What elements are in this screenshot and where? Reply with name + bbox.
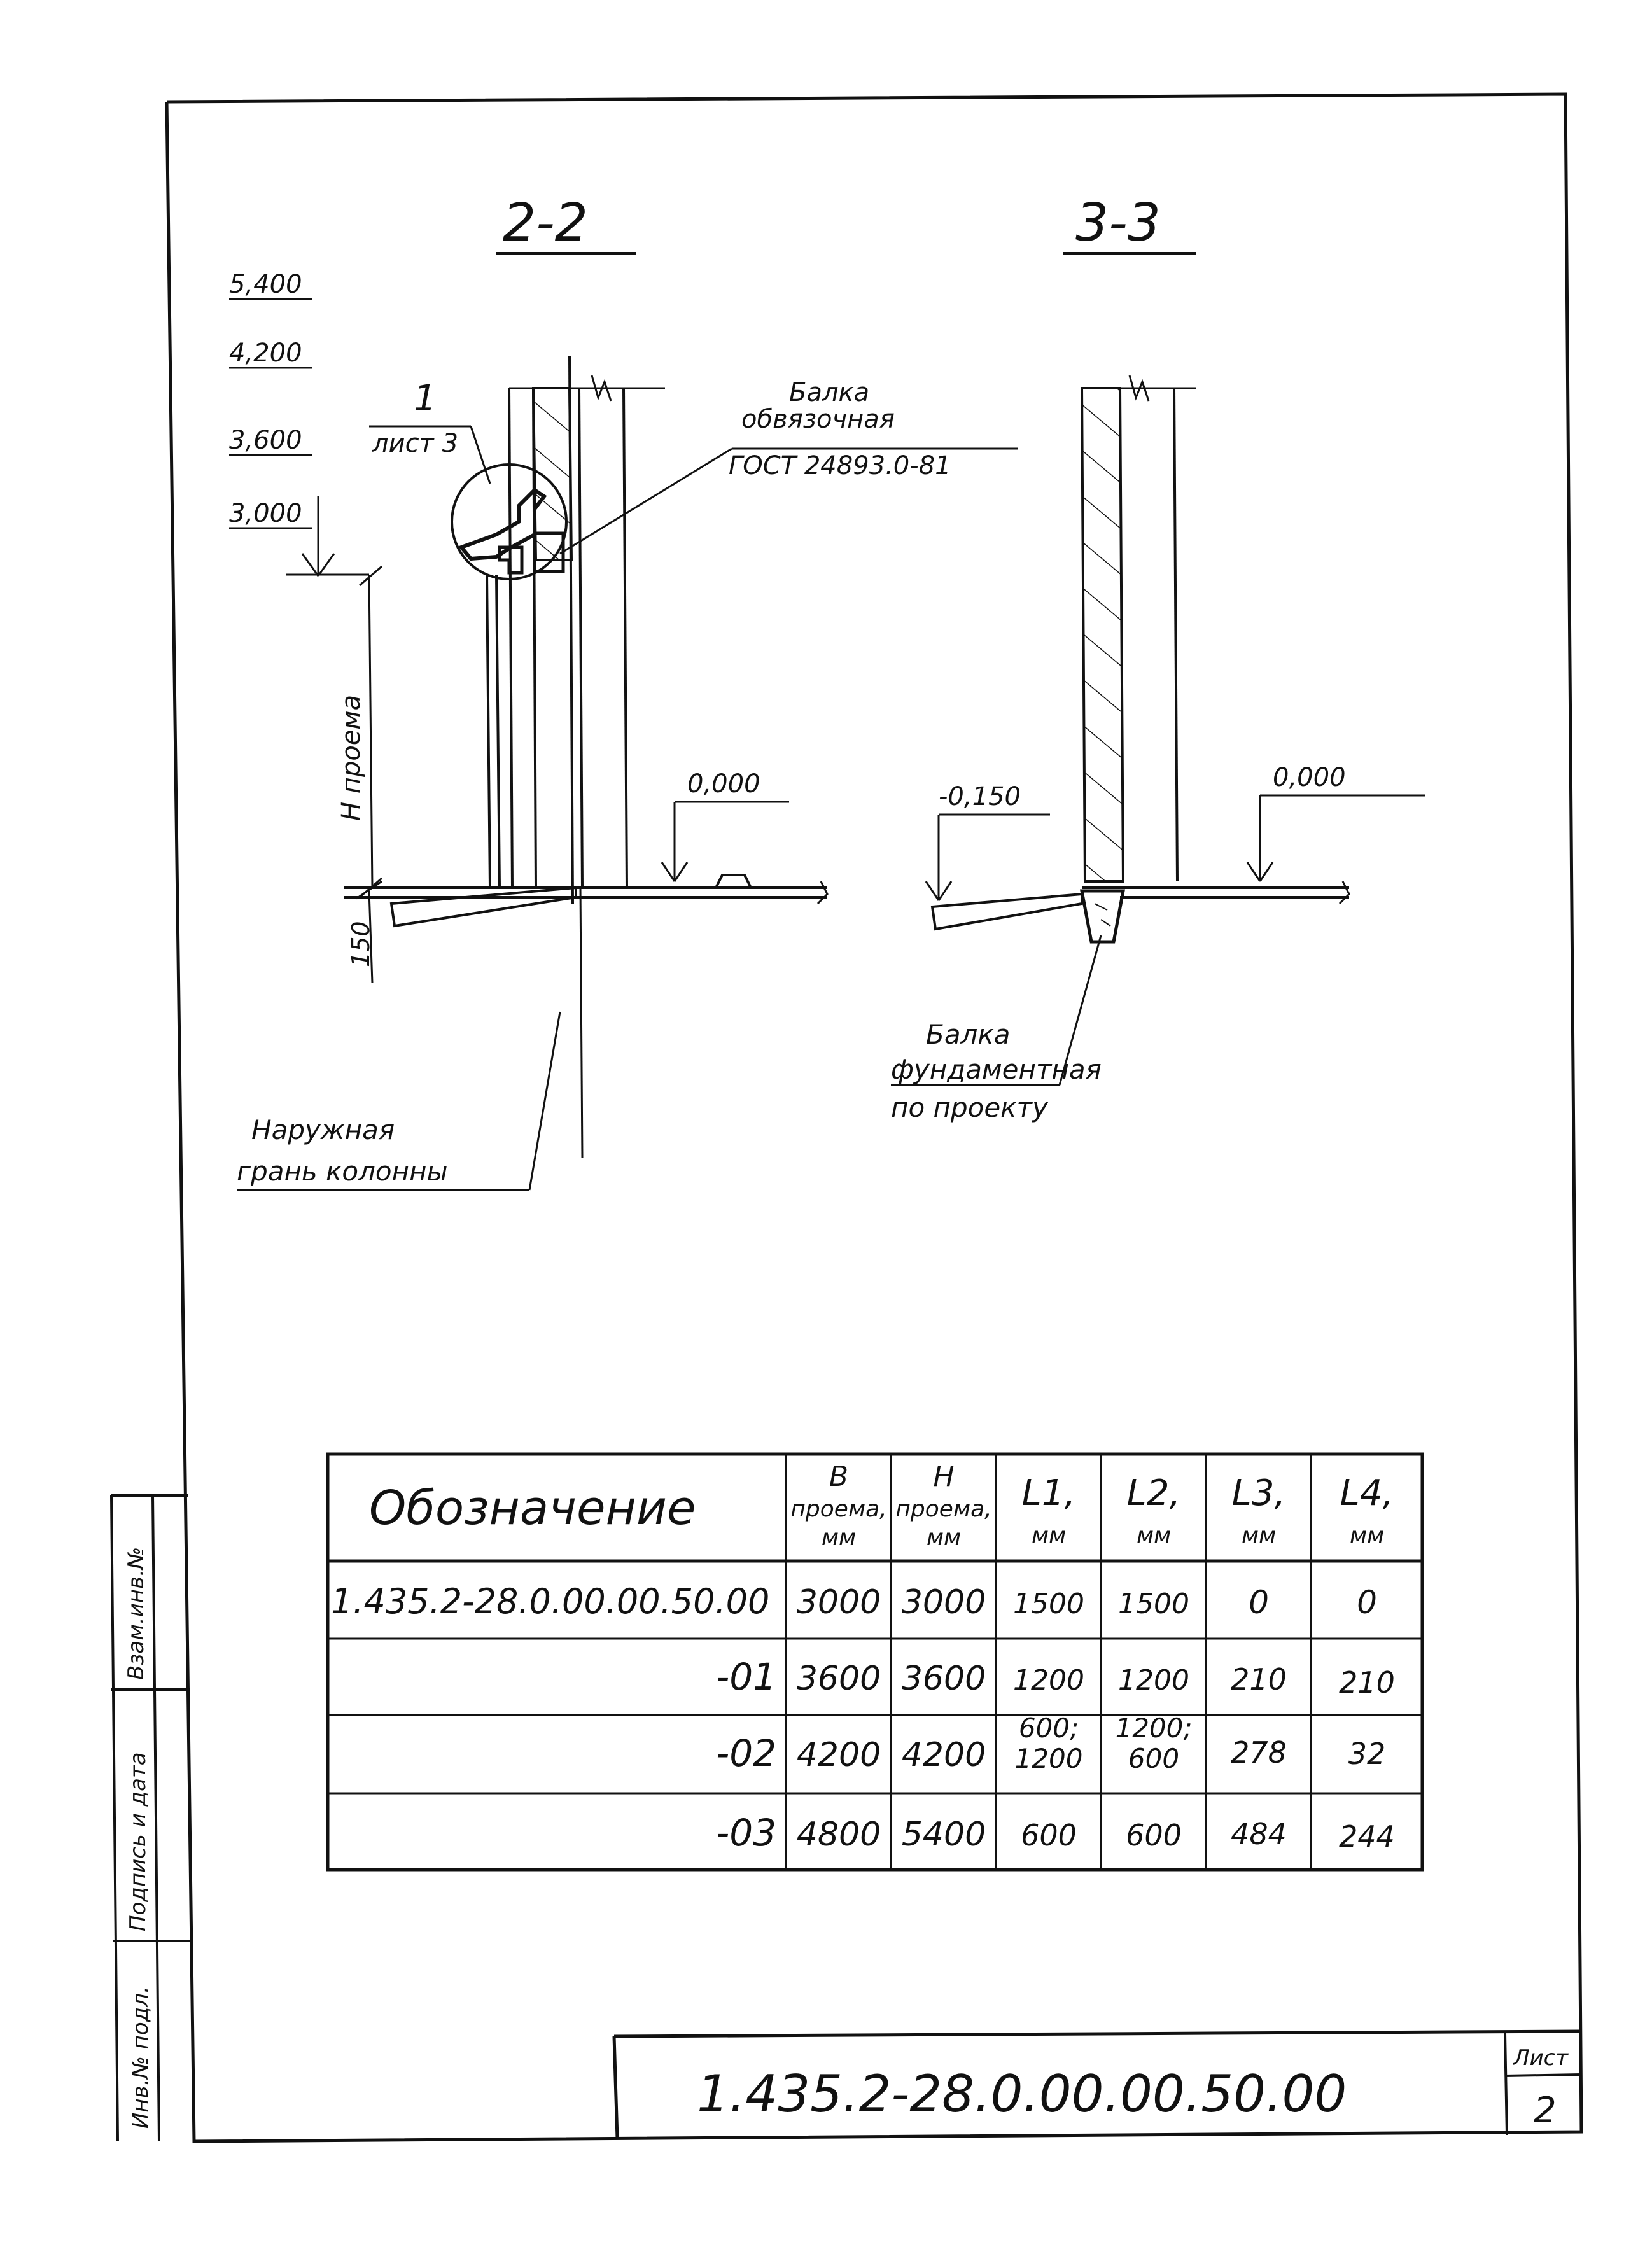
table-row: 1.435.2-28.0.00.00.50.00 3000 3000 1500 …	[331, 1581, 1377, 1621]
table-header-l2: L2,	[1127, 1473, 1181, 1514]
sheet-ref-word: лист 3	[372, 429, 458, 458]
table-header-l4: L4,	[1340, 1473, 1394, 1514]
row-l1: 1200	[1013, 1664, 1084, 1697]
row-l3: 0	[1249, 1584, 1269, 1621]
side-stamp: Взам.инв.№ Подпись и дата Инв.№ подл.	[110, 1494, 192, 2142]
elevation-mark: 5,400	[229, 270, 302, 299]
row-l2: 600	[1126, 1818, 1182, 1852]
title-block-sheet-number: 2	[1534, 2090, 1557, 2131]
section-2-2-title: 2-2	[503, 193, 588, 253]
h-opening-dimension: H проема	[337, 695, 366, 821]
dim-150: 150	[347, 921, 375, 967]
tie-beam-label-3: ГОСТ 24893.0-81	[729, 451, 951, 480]
row-l1: 1500	[1013, 1588, 1084, 1620]
table-header-l2: мм	[1137, 1523, 1171, 1549]
tie-beam-label-1: Балка	[789, 378, 869, 407]
sheet-frame	[165, 92, 1583, 2143]
row-l4: 244	[1339, 1819, 1395, 1854]
foundation-beam-label-3: по проекту	[891, 1092, 1049, 1123]
side-stamp-inv-podl: Инв.№ подл.	[128, 1986, 153, 2129]
table-header-l3: мм	[1242, 1523, 1276, 1549]
elevation-mark: 3,000	[229, 499, 302, 528]
row-l3: 210	[1231, 1662, 1287, 1697]
table-header-b: B	[829, 1460, 848, 1493]
title-block-sheet-label: Лист	[1512, 2045, 1569, 2071]
designation-table: Обозначение B проема, мм H проема, мм L1…	[326, 1452, 1424, 1872]
row-b: 3600	[797, 1660, 881, 1698]
row-l1: 600;	[1019, 1712, 1079, 1744]
table-header-h: мм	[927, 1525, 961, 1551]
row-l2: 1200	[1118, 1664, 1189, 1697]
title-block: 1.435.2-28.0.00.00.50.00 Лист 2	[612, 2029, 1582, 2139]
floor-elevation-left: 0,000	[687, 769, 760, 799]
table-header-h: проема,	[895, 1496, 991, 1522]
table-header-l4: мм	[1350, 1523, 1384, 1549]
row-b: 4200	[797, 1736, 881, 1774]
column-face-label-2: грань колонны	[237, 1156, 448, 1187]
row-l4: 210	[1339, 1665, 1395, 1700]
row-h: 4200	[902, 1736, 986, 1774]
table-header-l1: L1,	[1022, 1473, 1076, 1514]
table-row: -02 4200 4200 600; 1200 1200; 600 278 32	[716, 1712, 1385, 1775]
foundation-beam-label-1: Балка	[926, 1019, 1011, 1050]
row-b: 3000	[797, 1583, 881, 1621]
table-header-designation: Обозначение	[369, 1481, 696, 1536]
row-h: 3600	[902, 1660, 986, 1698]
row-l3: 484	[1231, 1817, 1287, 1851]
elevation-mark: 4,200	[229, 339, 302, 368]
row-l2: 1200;	[1115, 1712, 1192, 1744]
table-header-b: мм	[822, 1525, 856, 1551]
row-designation: -02	[716, 1732, 776, 1775]
section-2-2-view: 5,400 4,200 3,600 3,000	[229, 270, 1018, 1191]
elevation-stack: 5,400 4,200 3,600 3,000	[229, 270, 335, 577]
row-designation: -03	[716, 1811, 776, 1854]
row-l4: 0	[1357, 1584, 1377, 1621]
row-b: 4800	[797, 1816, 881, 1854]
table-header-l1: мм	[1032, 1523, 1066, 1549]
column-face-label-1: Наружная	[251, 1114, 395, 1145]
foundation-beam-label-2: фундаментная	[891, 1054, 1102, 1085]
elevation-mark: 3,600	[229, 426, 302, 455]
row-l2: 600	[1128, 1743, 1179, 1774]
row-designation: 1.435.2-28.0.00.00.50.00	[331, 1581, 769, 1621]
row-l4: 32	[1348, 1737, 1386, 1771]
section-3-3-view: -0,150 0,000 Балка фундаментная по проек…	[891, 375, 1425, 1123]
row-l1: 1200	[1015, 1743, 1083, 1774]
table-header-l3: L3,	[1232, 1473, 1286, 1514]
row-h: 3000	[902, 1583, 986, 1621]
table-row: -03 4800 5400 600 600 484 244	[716, 1811, 1395, 1854]
section-titles: 2-2 3-3	[496, 193, 1196, 255]
table-header-h: H	[933, 1460, 954, 1493]
side-stamp-vzam: Взам.инв.№	[123, 1547, 149, 1680]
table-header-b: проема,	[790, 1496, 886, 1522]
row-l3: 278	[1231, 1735, 1287, 1770]
row-l1: 600	[1021, 1818, 1077, 1852]
section-3-3-title: 3-3	[1075, 193, 1161, 253]
floor-elevation-right: 0,000	[1273, 763, 1346, 792]
side-stamp-signature: Подпись и дата	[125, 1752, 151, 1931]
elevation-minus-150: -0,150	[939, 782, 1021, 811]
row-designation: -01	[716, 1655, 776, 1698]
title-block-code: 1.435.2-28.0.00.00.50.00	[697, 2064, 1347, 2124]
tie-beam-label-2: обвязочная	[741, 405, 895, 434]
table-row: -01 3600 3600 1200 1200 210 210	[716, 1655, 1395, 1700]
row-l2: 1500	[1118, 1588, 1189, 1620]
row-h: 5400	[902, 1816, 986, 1854]
sheet-ref-number: 1	[414, 378, 437, 419]
